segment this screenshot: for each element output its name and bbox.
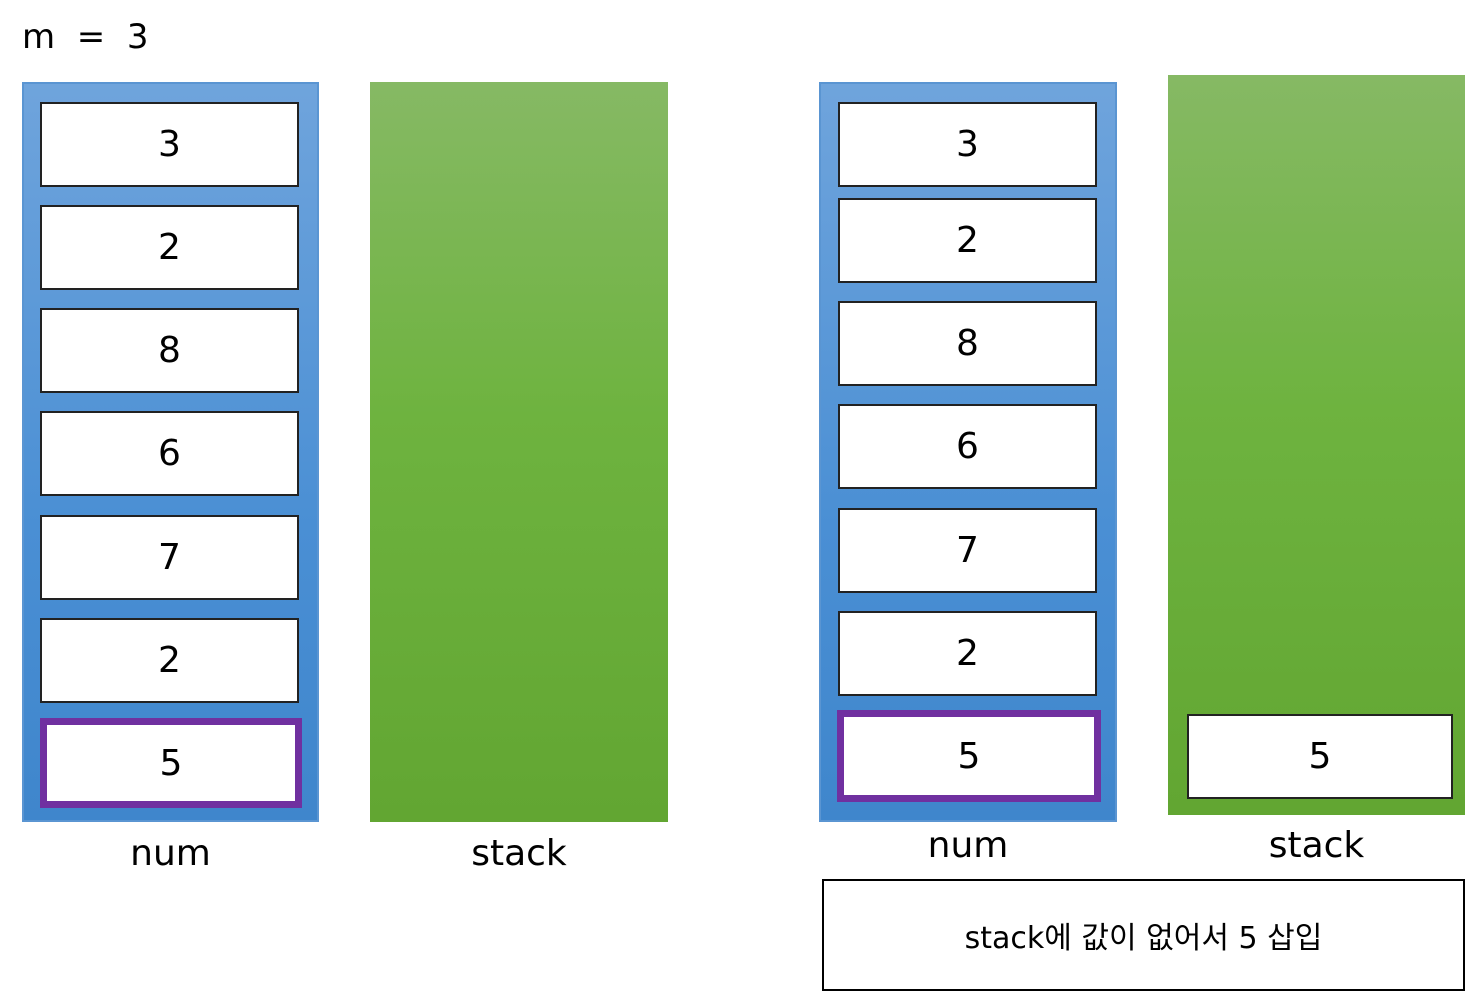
num-cell: 3 (40, 102, 299, 187)
num-cell: 8 (838, 301, 1097, 386)
stack-column-2 (1168, 75, 1465, 815)
num-cell: 6 (40, 411, 299, 496)
num-cell: 2 (838, 611, 1097, 696)
num-cell: 2 (40, 618, 299, 703)
stack-caption-1: stack (471, 833, 567, 874)
num-cell: 2 (40, 205, 299, 290)
num-cell: 7 (838, 508, 1097, 593)
step-note: stack에 값이 없어서 5 삽입 (822, 879, 1465, 991)
num-cell: 7 (40, 515, 299, 600)
stack-cell: 5 (1187, 714, 1453, 799)
num-cell: 6 (838, 404, 1097, 489)
num-cell: 8 (40, 308, 299, 393)
num-caption-1: num (130, 833, 211, 874)
num-cell-highlighted: 5 (40, 718, 302, 808)
num-cell-highlighted: 5 (837, 710, 1101, 802)
num-cell: 2 (838, 198, 1097, 283)
num-caption-2: num (927, 825, 1009, 866)
stack-column-1 (370, 82, 668, 822)
num-cell: 3 (838, 102, 1097, 187)
m-value-label: m = 3 (22, 17, 149, 57)
stack-caption-2: stack (1268, 825, 1365, 866)
